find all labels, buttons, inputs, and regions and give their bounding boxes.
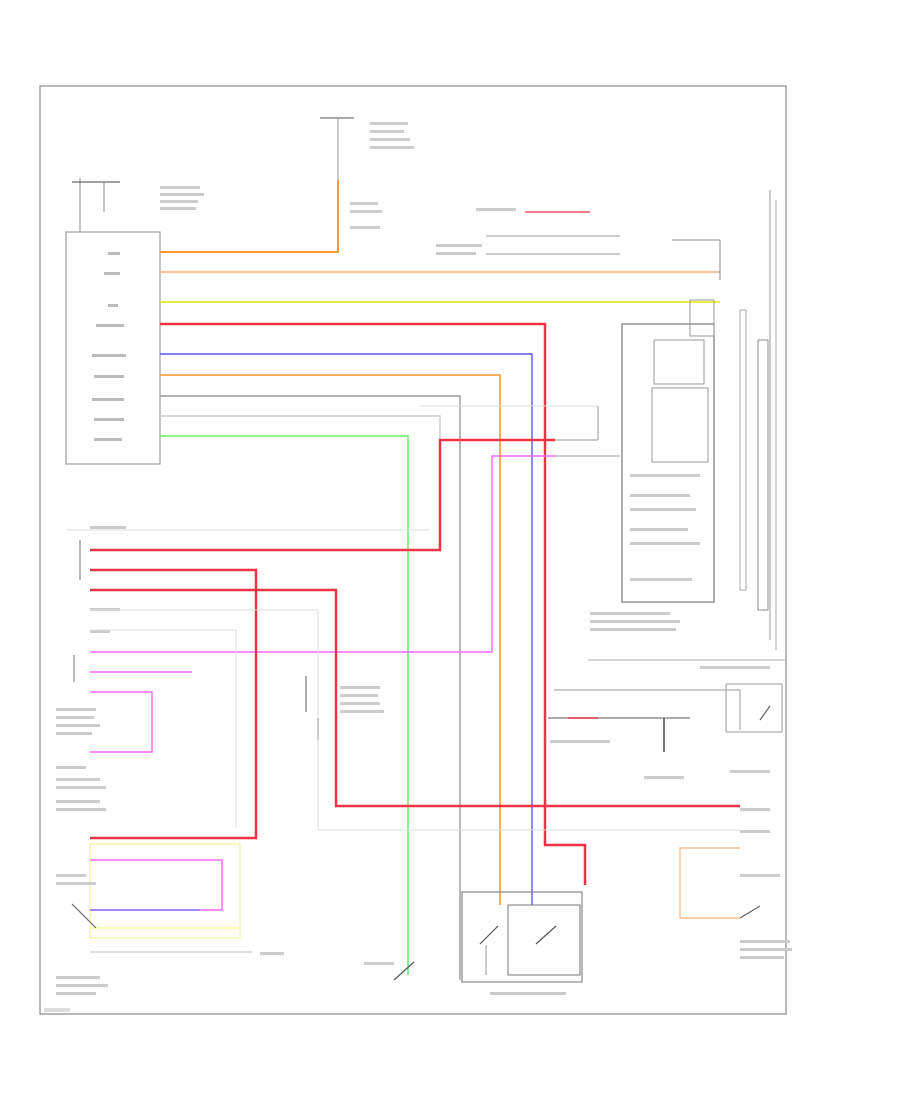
wire-red-main (160, 322, 587, 885)
ecm-side-text (160, 186, 204, 210)
wire-white (160, 415, 441, 470)
wire-pink (90, 455, 555, 653)
wire-blue (160, 353, 533, 905)
lower-left-switch (56, 843, 284, 995)
wire-green (160, 435, 409, 975)
footer-tag (44, 1008, 70, 1012)
wire-red-cross (90, 438, 555, 552)
wire-pink-loop-2 (90, 691, 153, 753)
middle-right-connector (420, 405, 620, 457)
left-middle-labels (56, 708, 106, 811)
combination-switch (364, 891, 583, 995)
top-fuse-assembly (320, 117, 414, 229)
diagram-frame (39, 85, 787, 1015)
ecm-module (65, 178, 204, 465)
wire-red-3 (90, 588, 740, 808)
top-right-connector (436, 208, 620, 255)
wire-gray (160, 395, 461, 980)
center-switch (305, 676, 384, 740)
wire-orange-2 (160, 374, 501, 905)
wire-light-gray-1 (90, 609, 740, 831)
wire-red-2 (90, 568, 258, 840)
wire-orange (160, 180, 339, 253)
right-lower-section (548, 683, 792, 959)
ecm-pin-labels (92, 252, 126, 441)
right-control-module (588, 190, 785, 669)
wire-light-gray-2 (90, 629, 237, 828)
